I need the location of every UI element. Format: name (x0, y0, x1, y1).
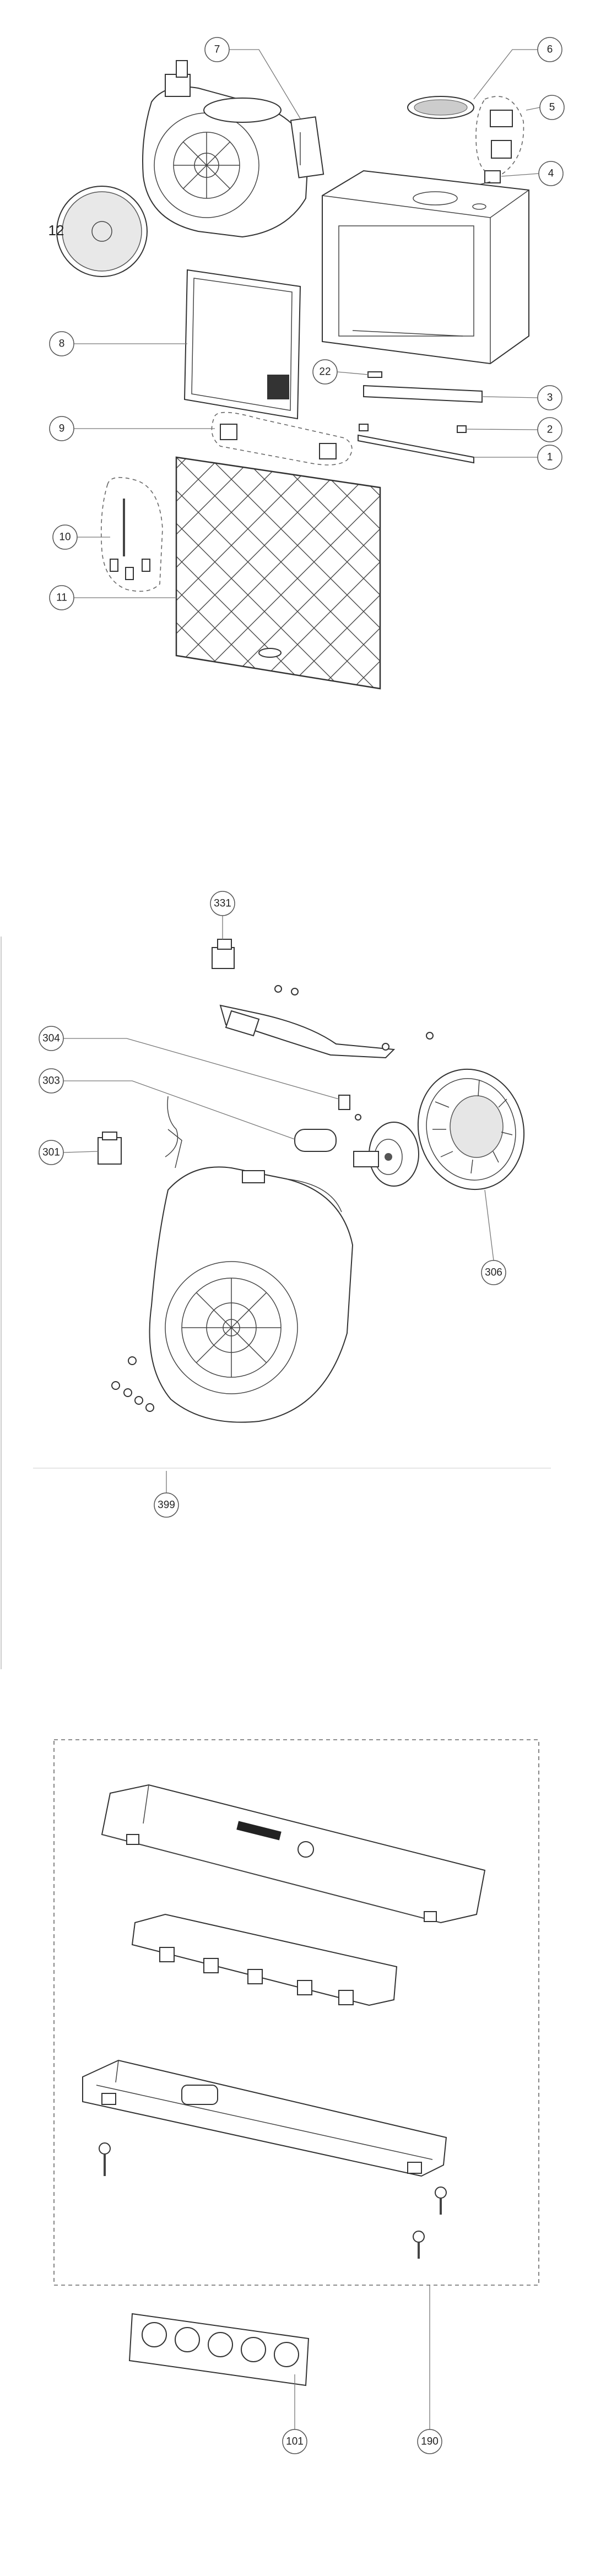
callout-12-label: 12 (48, 222, 64, 239)
callout-2 (537, 417, 562, 442)
part-4-connector (479, 170, 501, 185)
part-11-mesh-panel (175, 456, 381, 690)
callout-303-label: 303 (42, 1075, 60, 1087)
callout-301-label: 301 (42, 1147, 60, 1159)
part-2-screw (359, 424, 467, 433)
callout-399 (154, 1492, 179, 1518)
callout-101-label: 101 (286, 2436, 304, 2448)
callout-5 (539, 95, 565, 120)
callout-6-label: 6 (547, 44, 553, 56)
callout-190 (417, 2429, 442, 2454)
control-box-top-cover (101, 1784, 486, 1924)
callout-3-label: 3 (547, 392, 553, 404)
callout-7 (204, 37, 230, 62)
section-1-hood-assembly: 7 6 5 4 12 8 22 3 2 9 1 10 11 (48, 37, 565, 690)
callout-3 (537, 385, 562, 410)
part-304-clip (338, 1095, 361, 1121)
callout-2-label: 2 (547, 424, 553, 436)
part-331-connector (212, 939, 235, 969)
callout-4 (538, 161, 564, 186)
blower-housing-part (142, 60, 310, 238)
callout-301 (39, 1140, 64, 1165)
callout-11 (49, 585, 74, 610)
part-22-clip (367, 371, 382, 378)
callout-6 (537, 37, 562, 62)
callout-1 (537, 445, 562, 470)
part-306-impeller (417, 1068, 525, 1190)
part-301-terminal (98, 1132, 122, 1165)
callout-306-label: 306 (485, 1267, 502, 1279)
callout-101 (282, 2429, 307, 2454)
section-3-control-unit: 101 190 (53, 1739, 539, 2454)
callout-10 (52, 524, 78, 550)
part-303-capacitor (294, 1129, 337, 1152)
motor-bracket-part (219, 985, 434, 1059)
callout-22-label: 22 (319, 366, 331, 378)
mounting-screws (99, 2142, 447, 2259)
part-7-bracket (290, 116, 324, 178)
callout-8-label: 8 (59, 338, 65, 350)
callout-4-label: 4 (548, 168, 554, 180)
motor-part (353, 1122, 419, 1187)
part-101-button-panel (128, 2313, 310, 2386)
part-3-plate (363, 385, 483, 403)
section-2-motor-assembly: 331 304 303 301 306 399 (1, 891, 551, 1669)
part-9-hinge-group (211, 412, 353, 466)
screw-set (111, 1356, 154, 1412)
callout-5-label: 5 (549, 102, 555, 113)
part-8-filter-frame (183, 269, 301, 420)
part-10-spring-group (100, 477, 163, 592)
callout-331-label: 331 (214, 898, 231, 910)
callout-8 (49, 331, 74, 356)
callout-304-label: 304 (42, 1033, 60, 1045)
callout-22 (312, 359, 338, 385)
callout-190-label: 190 (421, 2436, 439, 2448)
callout-1-label: 1 (547, 452, 553, 463)
part-12-grease-filter (56, 186, 148, 277)
part-5-fitting-group (475, 96, 524, 177)
callout-9-label: 9 (59, 423, 65, 435)
callout-10-label: 10 (59, 532, 71, 543)
blower-scroll-housing-part (149, 1166, 354, 1423)
hood-body-part (322, 170, 529, 365)
control-box-base (82, 2059, 447, 2177)
callout-303 (39, 1068, 64, 1094)
callout-7-label: 7 (214, 44, 220, 56)
callout-306 (481, 1260, 506, 1285)
part-1-strip (358, 434, 474, 464)
control-pcb (131, 1913, 398, 2006)
part-6-round-grille (407, 96, 474, 119)
callout-11-label: 11 (56, 592, 67, 604)
callout-399-label: 399 (158, 1500, 175, 1511)
callout-9 (49, 416, 74, 441)
callout-304 (39, 1026, 64, 1051)
callout-331 (210, 891, 235, 916)
